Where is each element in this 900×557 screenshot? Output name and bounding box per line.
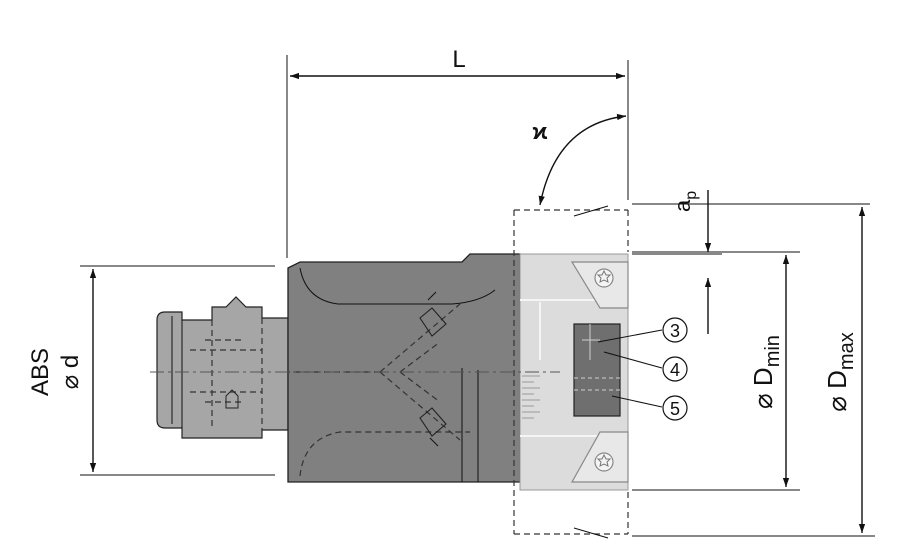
depth-sub-label: p [683,191,700,200]
adjustment-scale [522,375,540,419]
dim-length: L [286,46,629,258]
dim-shank-diameter: ABS ⌀ d [27,265,275,476]
length-label: L [452,46,465,73]
dim-depth: ap [632,190,870,334]
callout-3-label: 3 [670,321,680,341]
angle-label: ϰ [533,119,548,144]
svg-text:⌀ Dmin: ⌀ Dmin [748,335,784,409]
callout-5-label: 5 [670,399,680,419]
cartridge [573,323,621,417]
dmin-label: ⌀ D [748,367,778,409]
svg-text:ap: ap [670,191,700,212]
callout-4: 4 [603,351,688,382]
svg-text:⌀ Dmax: ⌀ Dmax [822,332,858,411]
interface-label: ABS [27,348,54,396]
dim-dmin: ⌀ Dmin [632,251,800,491]
dim-dmax: ⌀ Dmax [632,207,875,537]
dmax-sub-label: max [836,332,858,370]
callout-3: 3 [597,317,688,343]
shank-diameter-label: ⌀ d [57,355,84,389]
dmax-label: ⌀ D [822,370,852,412]
depth-label: a [670,199,695,212]
callout-4-label: 4 [670,360,680,380]
shank [156,296,289,439]
cutter-body [287,253,521,483]
callout-5: 5 [611,395,688,421]
insert-region [513,205,629,539]
dim-angle: ϰ [533,113,627,206]
dmin-sub-label: min [762,335,784,367]
